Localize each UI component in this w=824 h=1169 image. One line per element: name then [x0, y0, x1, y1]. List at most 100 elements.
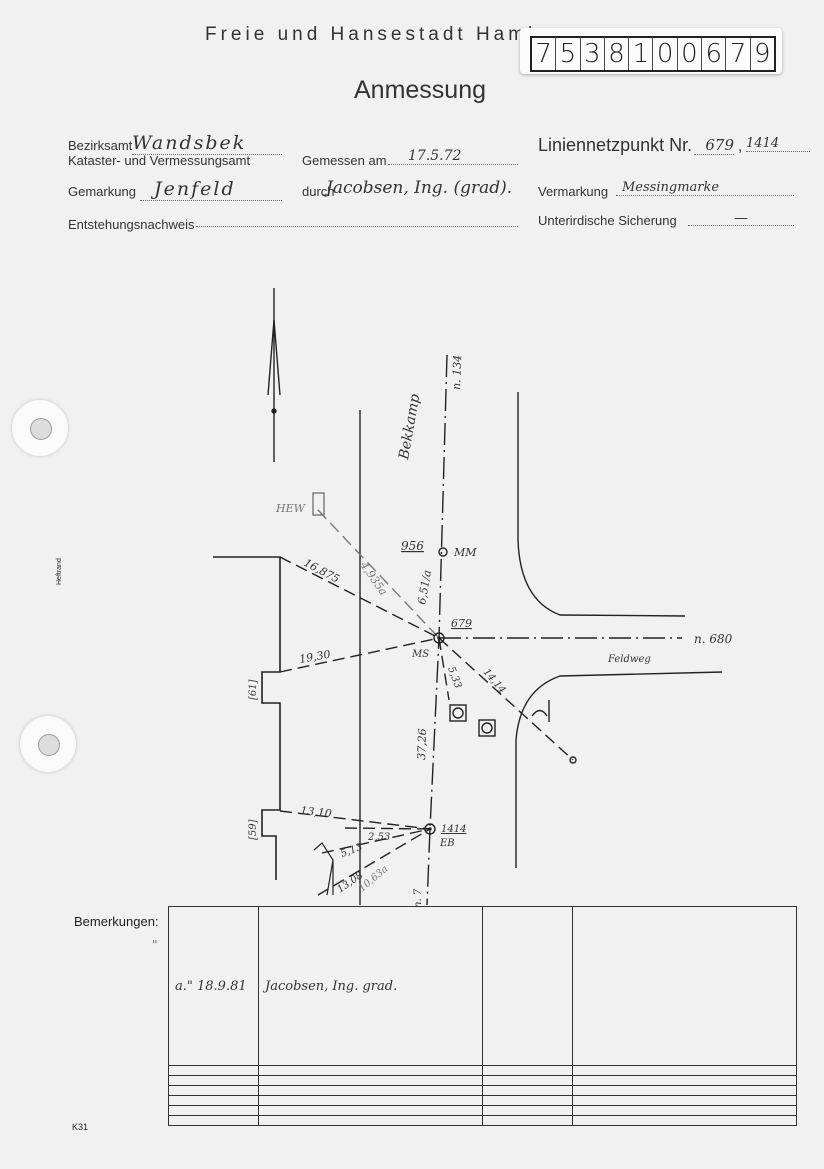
remarks-cell[interactable] — [482, 1095, 573, 1107]
durch-label: durch — [302, 184, 335, 199]
gemessen-value: 17.5.72 — [388, 148, 518, 165]
file-number-digit: 5 — [556, 38, 581, 70]
remarks-cell[interactable]: Jacobsen, Ing. grad. — [258, 905, 483, 1067]
street-name: Bekkamp — [396, 393, 423, 462]
d16875-label: 16,875 — [302, 556, 342, 586]
survey-axis — [426, 354, 448, 906]
remarks-cell[interactable] — [258, 1075, 483, 1087]
remarks-cell[interactable] — [572, 1085, 797, 1097]
file-number-digit: 3 — [581, 38, 605, 70]
remarks-cell[interactable] — [482, 1115, 573, 1126]
remarks-cell[interactable] — [168, 1105, 259, 1117]
liniennetz-label: Liniennetzpunkt Nr. — [538, 135, 693, 155]
stairs — [313, 842, 334, 896]
remarks-cell[interactable] — [258, 1115, 483, 1126]
d1310-label: 13,10 — [300, 804, 333, 820]
punch-hole-bottom — [20, 716, 76, 772]
ms-label: MS — [411, 649, 429, 660]
remarks-cell[interactable] — [168, 1065, 259, 1077]
file-number-digit: 0 — [678, 38, 703, 70]
file-number-digit: 1 — [629, 38, 654, 70]
d651-label: 6,51/a — [415, 569, 434, 605]
unterirdisch-label: Unterirdische Sicherung — [538, 213, 677, 228]
point-mm-icon — [438, 547, 448, 557]
liniennetz-value-2: 1414 — [746, 136, 810, 152]
d1930-label: 19,30 — [298, 648, 331, 666]
manhole-icon — [449, 704, 467, 722]
remarks-cell[interactable] — [258, 1085, 483, 1097]
remarks-cell[interactable] — [168, 1115, 259, 1126]
hew-box-icon — [312, 492, 325, 516]
remarks-cell[interactable] — [572, 1105, 797, 1117]
d533-label: 5,33 — [445, 665, 463, 690]
punch-hole-top — [12, 400, 68, 456]
remarks-cell[interactable] — [572, 1095, 797, 1107]
remarks-row — [168, 1115, 797, 1126]
file-number-digit: 7 — [532, 38, 557, 70]
manhole-icon — [478, 719, 496, 737]
remarks-cell[interactable] — [258, 1095, 483, 1107]
file-number-digit: 0 — [653, 38, 678, 70]
road-curb-upper — [517, 392, 686, 617]
remarks-cell[interactable] — [258, 1105, 483, 1117]
liniennetz-sep: , — [738, 138, 743, 155]
hew-label: HEW — [275, 502, 307, 515]
north-arrow-icon — [267, 288, 281, 462]
eb-label: EB — [439, 838, 455, 849]
remarks-cell[interactable] — [482, 905, 573, 1067]
remarks-row — [168, 1095, 797, 1107]
remarks-row — [168, 1105, 797, 1117]
bezirksamt-label: Bezirksamt — [68, 138, 133, 153]
d3726-label: 37,26 — [415, 728, 429, 760]
n134-label: n. 134 — [450, 355, 464, 391]
b61-label: [61] — [248, 679, 259, 700]
remarks-row — [168, 1075, 797, 1087]
road-curb-lower — [515, 671, 723, 868]
lamp-icon — [531, 700, 550, 722]
remarks-row — [168, 1065, 797, 1077]
remarks-cell[interactable] — [168, 1075, 259, 1087]
ditto-mark: " — [152, 938, 158, 952]
remarks-cell[interactable]: a." 18.9.81 — [168, 905, 259, 1067]
bezirksamt-value: Wandsbek — [132, 132, 282, 155]
n680-label: n. 680 — [694, 632, 733, 646]
remarks-cell[interactable] — [572, 1075, 797, 1087]
form-code: K31 — [72, 1122, 89, 1132]
remarks-cell[interactable] — [258, 1065, 483, 1077]
remarks-cell[interactable] — [482, 1105, 573, 1117]
entstehung-label: Entstehungsnachweis — [68, 217, 195, 232]
remarks-row — [168, 1085, 797, 1097]
point-1414-icon — [424, 823, 436, 835]
b59-label: [59] — [248, 819, 259, 840]
file-number-digit: 7 — [726, 38, 751, 70]
file-number-digit: 9 — [754, 39, 771, 69]
gemarkung-label: Gemarkung — [68, 184, 136, 199]
point-679-icon — [433, 632, 445, 644]
remarks-cell[interactable] — [572, 1115, 797, 1126]
remarks-cell[interactable] — [572, 1065, 797, 1077]
n7-label: n. 7 — [413, 888, 424, 908]
unterirdisch-value: — — [688, 210, 794, 226]
d253-label: 2,53 — [367, 832, 390, 843]
d1414-label: 14,14 — [481, 667, 508, 696]
remarks-cell[interactable] — [168, 1085, 259, 1097]
page-title: Anmessung — [354, 76, 487, 104]
remarks-cell[interactable] — [482, 1065, 573, 1077]
p956-label: 956 — [401, 539, 424, 553]
remarks-cell[interactable] — [482, 1075, 573, 1087]
remarks-cell[interactable] — [482, 1085, 573, 1097]
path-name: Feldweg — [607, 654, 651, 665]
p1414-label: 1414 — [441, 824, 466, 835]
remarks-cell[interactable] — [572, 905, 797, 1067]
remarks-cell[interactable] — [168, 1095, 259, 1107]
entstehung-field — [196, 214, 518, 227]
p679-label: 679 — [451, 617, 472, 630]
file-number-digit: 8 — [605, 38, 630, 70]
authority-heading: Freie und Hansestadt Hamburg — [205, 24, 583, 45]
durch-value: Jacobsen, Ing. (grad). — [326, 178, 513, 198]
building-outline — [213, 556, 281, 880]
